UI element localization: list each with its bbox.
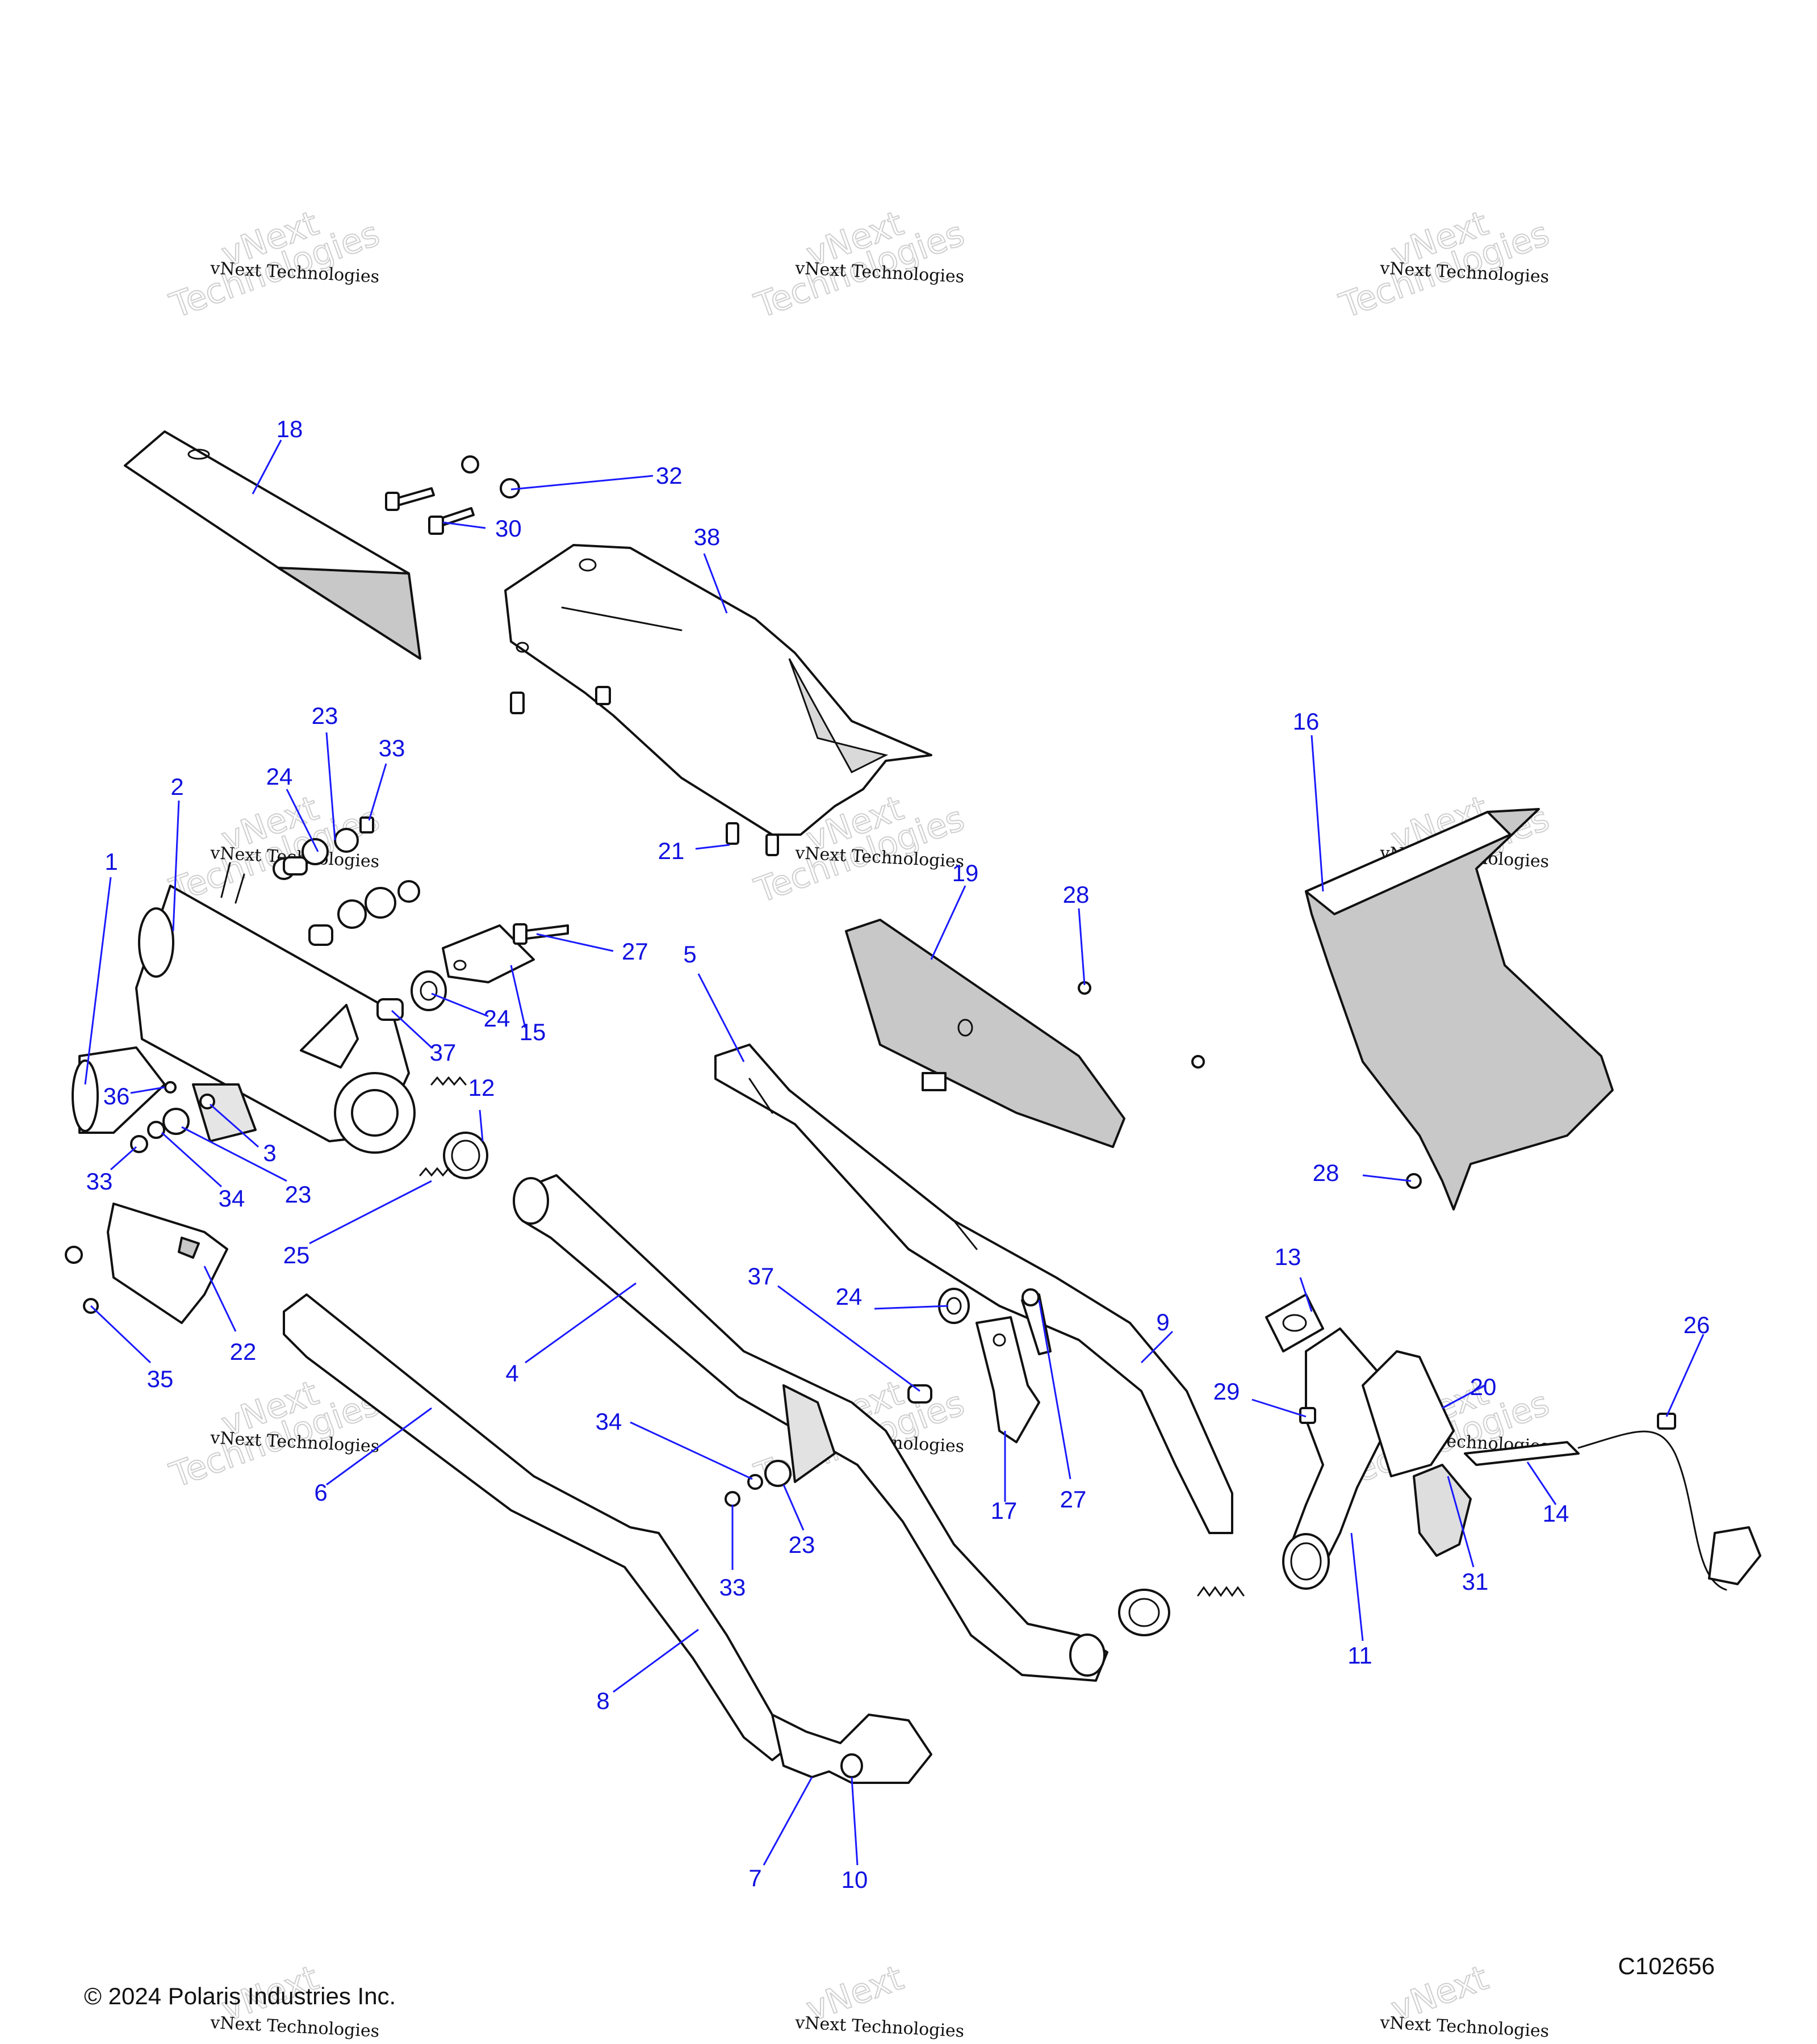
part-clamp-ring-lower — [1118, 1586, 1245, 1636]
part-bracket-15 — [442, 923, 569, 983]
part-pipe-shield-9 — [714, 1044, 1233, 1534]
part-o2-sensor — [1464, 1413, 1761, 1591]
callout-23-upper: 23 — [312, 702, 338, 729]
callout-38: 38 — [694, 523, 721, 550]
part-tailpipe-tip — [72, 1046, 166, 1134]
part-mount-hardware-upper — [273, 816, 420, 946]
callout-7: 7 — [748, 1865, 761, 1891]
watermark-small: vNext Technologies — [210, 2013, 380, 2042]
callout-14: 14 — [1543, 1500, 1569, 1527]
callout-labels: 18 32 30 38 23 33 24 2 1 16 21 19 28 27 … — [86, 416, 1710, 1893]
callout-1: 1 — [104, 848, 118, 875]
callout-4: 4 — [505, 1360, 518, 1387]
figure-code: C102656 — [1618, 1953, 1715, 1979]
callout-13: 13 — [1275, 1243, 1301, 1270]
callout-9: 9 — [1156, 1309, 1169, 1335]
part-small-hardware-mid — [725, 1460, 792, 1507]
watermark: vNext vNext Technologies — [794, 1957, 965, 2042]
part-clamp-ring-12 — [419, 1076, 488, 1179]
part-heat-shield-upper — [124, 430, 421, 660]
callout-33-lower: 33 — [719, 1574, 746, 1601]
callout-27-upper: 27 — [622, 938, 648, 965]
callout-31: 31 — [1462, 1568, 1489, 1595]
callout-26: 26 — [1684, 1312, 1710, 1338]
part-bracket-17 — [907, 1288, 1052, 1443]
part-heat-shield-19 — [845, 919, 1125, 1148]
callout-37-lower: 37 — [748, 1263, 774, 1289]
callout-25: 25 — [283, 1242, 310, 1268]
callout-22: 22 — [230, 1338, 257, 1365]
callout-15: 15 — [520, 1019, 546, 1045]
callout-36: 36 — [103, 1083, 130, 1109]
watermark: vNext Technologies vNext Technologies — [164, 203, 385, 326]
callout-24-lower: 24 — [836, 1283, 863, 1310]
callout-35: 35 — [147, 1366, 174, 1392]
callout-34-left: 34 — [219, 1185, 245, 1212]
part-heat-shield-16 — [1305, 808, 1614, 1211]
watermark-small: vNext Technologies — [1379, 2013, 1550, 2042]
callout-23-lower: 23 — [789, 1531, 815, 1558]
callout-16: 16 — [1293, 708, 1320, 735]
callout-10: 10 — [841, 1866, 868, 1893]
callout-5: 5 — [683, 941, 696, 967]
part-collector-assembly — [1265, 1293, 1472, 1590]
callout-24-mid: 24 — [484, 1005, 510, 1032]
watermark: vNext Technologies vNext Technologies — [1334, 203, 1555, 326]
part-head-pipe-4 — [513, 1174, 1108, 1682]
callout-11: 11 — [1347, 1642, 1372, 1669]
callout-6: 6 — [314, 1479, 327, 1506]
callout-2: 2 — [170, 773, 183, 800]
watermark: vNext vNext Technologies — [1379, 1957, 1550, 2042]
callout-33-upper: 33 — [379, 735, 405, 761]
callout-27-lower: 27 — [1060, 1486, 1087, 1513]
callout-19: 19 — [952, 860, 979, 886]
callout-32: 32 — [656, 462, 683, 489]
copyright-notice: © 2024 Polaris Industries Inc. — [84, 1983, 396, 2009]
callout-29: 29 — [1213, 1378, 1240, 1405]
callout-21: 21 — [658, 837, 685, 864]
callout-12: 12 — [468, 1074, 495, 1101]
callout-33-left: 33 — [86, 1168, 113, 1195]
callout-23-left: 23 — [285, 1181, 312, 1208]
callout-8: 8 — [596, 1687, 609, 1714]
callout-37-upper: 37 — [430, 1039, 457, 1066]
part-muffler — [135, 862, 416, 1154]
part-heat-shield-main — [504, 544, 932, 856]
part-heat-shield-small — [107, 1203, 228, 1324]
callout-28-lower: 28 — [1313, 1159, 1339, 1186]
callout-28-upper: 28 — [1063, 881, 1090, 908]
callout-3: 3 — [263, 1140, 276, 1166]
watermark-small: vNext Technologies — [794, 2013, 965, 2042]
watermark: vNext Technologies vNext Technologies — [749, 203, 970, 326]
callout-24-upper: 24 — [266, 763, 293, 790]
callout-17: 17 — [991, 1497, 1018, 1524]
callout-20: 20 — [1470, 1373, 1497, 1400]
part-fasteners-top — [385, 455, 520, 535]
callout-34-mid: 34 — [596, 1408, 622, 1435]
callout-30: 30 — [495, 515, 522, 542]
leader-lines — [84, 439, 1705, 1866]
callout-18: 18 — [277, 416, 303, 442]
